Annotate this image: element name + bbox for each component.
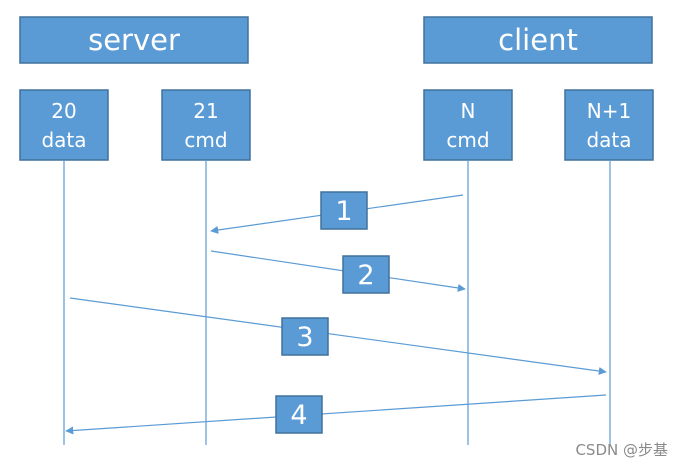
port-20-data-box: 20 data <box>19 89 109 161</box>
step-4-label: 4 <box>290 400 307 431</box>
port-21-number: 21 <box>193 99 218 123</box>
step-2-label: 2 <box>357 260 374 291</box>
step-1-label: 1 <box>335 196 352 227</box>
step-4-badge: 4 <box>275 395 323 434</box>
step-3-label: 3 <box>296 322 313 353</box>
port-21-role: cmd <box>184 128 227 152</box>
arrow-step-2 <box>210 250 466 292</box>
port-n-role: cmd <box>446 128 489 152</box>
server-header-label: server <box>88 23 180 57</box>
client-header: client <box>423 16 653 64</box>
port-n1-number: N+1 <box>587 99 631 123</box>
port-n1-role: data <box>586 128 631 152</box>
server-header: server <box>19 16 249 64</box>
step-3-badge: 3 <box>281 317 329 356</box>
port-n-cmd-box: N cmd <box>423 89 513 161</box>
arrow-step-4 <box>65 394 607 435</box>
step-2-badge: 2 <box>342 255 390 294</box>
port-21-cmd-box: 21 cmd <box>161 89 251 161</box>
step-1-badge: 1 <box>320 191 368 230</box>
port-n1-data-box: N+1 data <box>564 89 654 161</box>
port-20-role: data <box>41 128 86 152</box>
port-20-number: 20 <box>51 99 76 123</box>
port-n-number: N <box>461 99 476 123</box>
csdn-watermark: CSDN @步基 <box>575 441 668 459</box>
client-header-label: client <box>498 23 578 57</box>
arrow-step-3 <box>69 297 607 375</box>
